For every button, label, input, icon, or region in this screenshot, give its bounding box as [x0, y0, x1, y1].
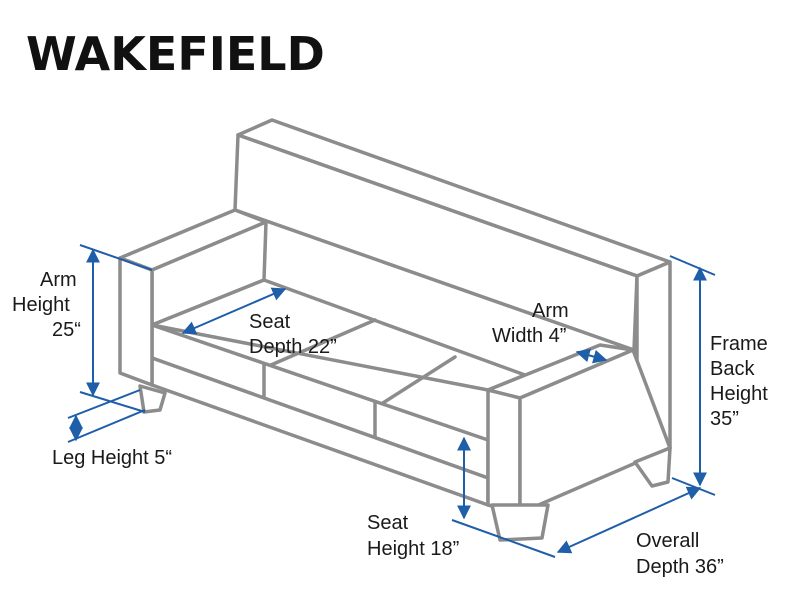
frame-height-top-extension [669, 255, 716, 276]
right-front-leg [490, 503, 550, 542]
seat-depth-label: Seat Depth 22” [249, 311, 337, 358]
frame-height-bottom-extension [671, 477, 716, 496]
overall-depth-label: Overall Depth 36” [636, 530, 724, 578]
arm-height-label: Arm Height 25“ [12, 269, 82, 341]
left-front-leg [138, 384, 167, 414]
arm-width-arrow [575, 348, 608, 364]
seat-height-bottom-extension [451, 519, 556, 558]
seat-depth-arrow [181, 287, 287, 335]
leg-height-top-extension [67, 389, 141, 419]
left-arm-front-face [118, 256, 154, 387]
right-arm-front-face [486, 388, 522, 515]
product-title: WAKEFIELD [26, 27, 325, 81]
seat-height-label: Seat Height 18” [367, 512, 459, 560]
leg-height-label: Leg Height 5“ [52, 447, 172, 469]
dimension-lines [67, 244, 716, 558]
overall-depth-arrow [556, 486, 702, 554]
cushion-divider-2 [373, 355, 457, 410]
right-back-leg [633, 446, 672, 488]
frame-back-height-label: Frame Back Height 35” [710, 333, 773, 430]
arm-width-label: Arm Width 4” [492, 300, 574, 347]
cushion-divider-1 [262, 318, 377, 370]
leg-height-bottom-extension [67, 409, 146, 443]
sofa-drawing [118, 118, 672, 542]
